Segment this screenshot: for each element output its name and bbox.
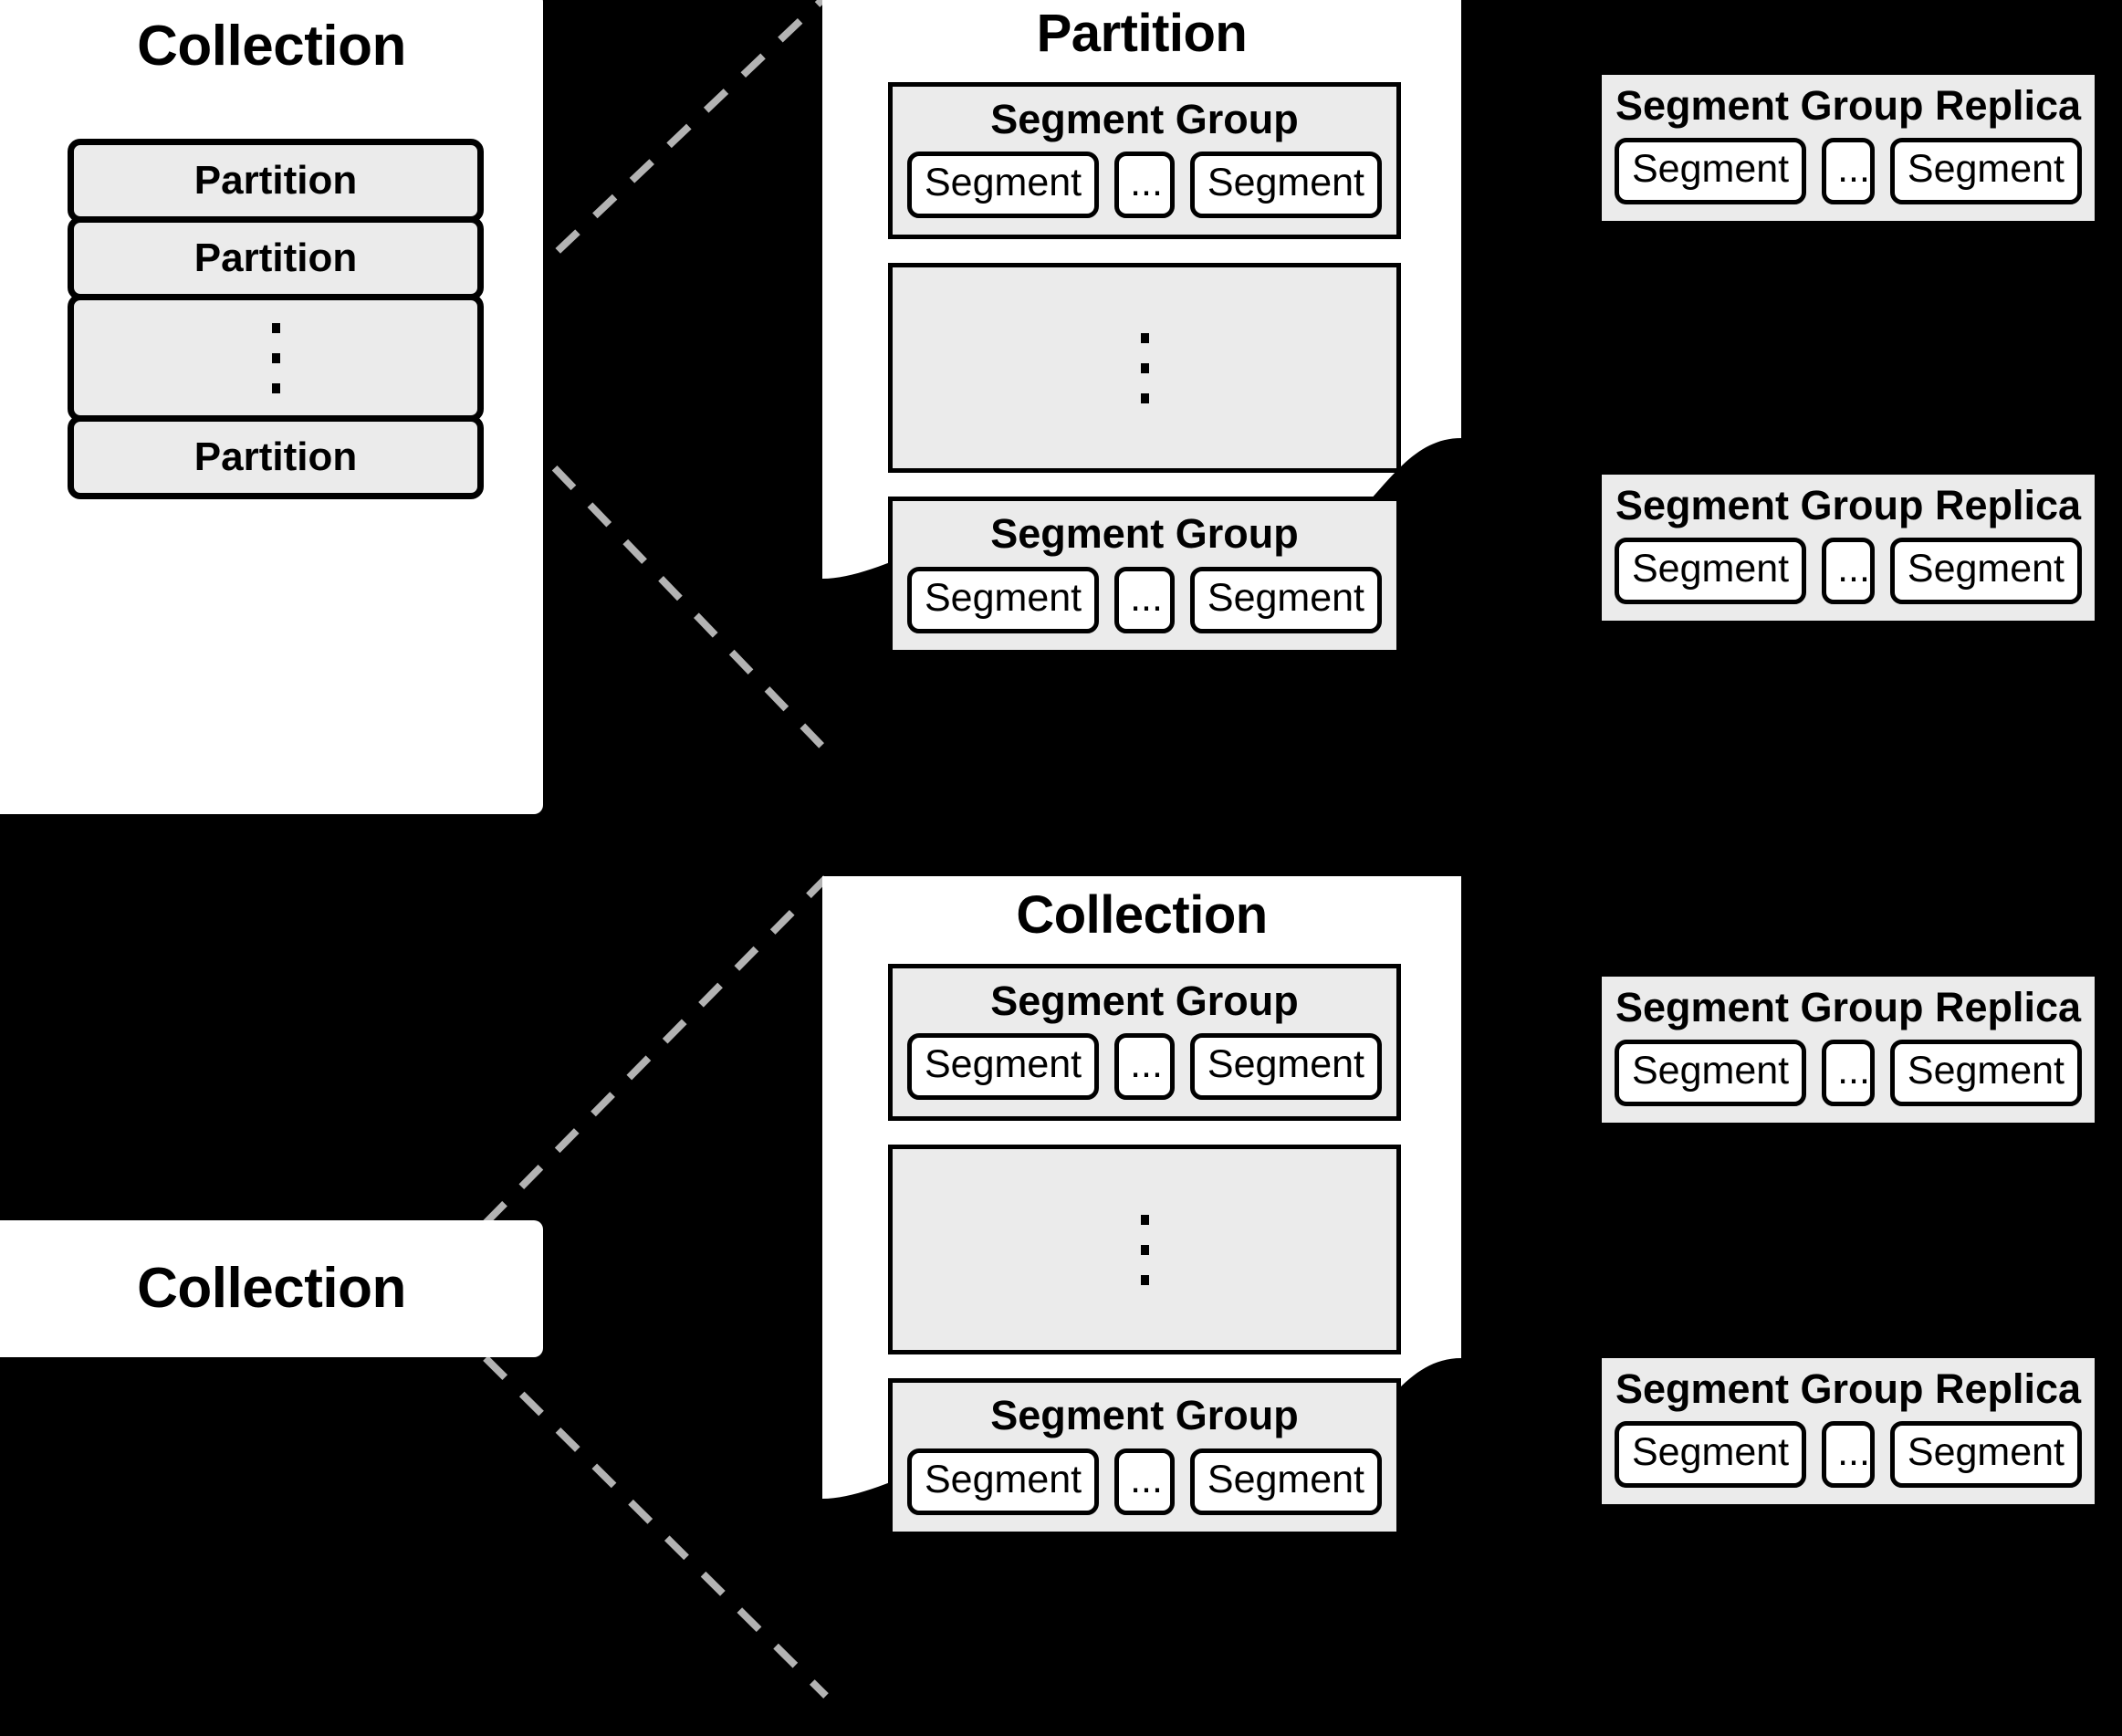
segment-box[interactable]: Segment: [907, 1033, 1100, 1101]
segment-ellipsis-box: ...: [1822, 1040, 1875, 1107]
segment-row: Segment ... Segment: [907, 152, 1382, 219]
segment-box[interactable]: Segment: [1889, 1040, 2082, 1107]
partition-ellipsis-box: [68, 294, 484, 422]
segment-box[interactable]: Segment: [1889, 1421, 2082, 1489]
segment-ellipsis-box: ...: [1822, 138, 1875, 205]
segment-row: Segment ... Segment: [907, 566, 1382, 633]
segment-group-replica[interactable]: Segment Group Replica Segment ... Segmen…: [1602, 75, 2095, 222]
segment-group[interactable]: Segment Group Segment ... Segment: [888, 964, 1401, 1122]
segment-group[interactable]: Segment Group Segment ... Segment: [888, 82, 1401, 240]
segment-group-stack: Segment Group Segment ... Segment Segmen…: [888, 964, 1401, 1560]
segment-box[interactable]: Segment: [907, 152, 1100, 219]
partition-panel-title: Partition: [1036, 4, 1248, 63]
vertical-ellipsis-icon: [1140, 1214, 1149, 1285]
segment-group[interactable]: Segment Group Segment ... Segment: [888, 497, 1401, 654]
segment-box[interactable]: Segment: [1189, 152, 1382, 219]
segment-ellipsis-box: ...: [1114, 152, 1175, 219]
collection-detail-panel: Collection Segment Group Segment ... Seg…: [822, 876, 1461, 1736]
segment-group-title: Segment Group: [990, 978, 1299, 1024]
segment-group-ellipsis-box: [888, 1145, 1401, 1355]
segment-ellipsis-box: ...: [1114, 566, 1175, 633]
segment-group-replica[interactable]: Segment Group Replica Segment ... Segmen…: [1602, 475, 2095, 622]
vertical-ellipsis-icon: [271, 322, 280, 393]
segment-box[interactable]: Segment: [1189, 566, 1382, 633]
partition-box[interactable]: Partition: [68, 216, 484, 300]
segment-group-replica-title: Segment Group Replica: [1615, 1365, 2082, 1412]
vertical-ellipsis-icon: [1140, 332, 1149, 403]
segment-group-title: Segment Group: [990, 96, 1299, 142]
segment-row: Segment ... Segment: [907, 1033, 1382, 1101]
segment-ellipsis-box: ...: [1822, 538, 1875, 605]
collection-panel-content: Collection Segment Group Segment ... Seg…: [822, 876, 1461, 1736]
collection-top-title: Collection: [137, 15, 406, 78]
segment-box[interactable]: Segment: [1615, 1040, 1807, 1107]
partition-list: Partition Partition Partition: [68, 139, 484, 499]
segment-ellipsis-box: ...: [1114, 1033, 1175, 1101]
segment-group[interactable]: Segment Group Segment ... Segment: [888, 1378, 1401, 1536]
segment-box[interactable]: Segment: [1889, 138, 2082, 205]
partition-box[interactable]: Partition: [68, 139, 484, 223]
collection-box-bottom[interactable]: Collection: [0, 1220, 543, 1357]
segment-group-title: Segment Group: [990, 510, 1299, 558]
segment-group-replica[interactable]: Segment Group Replica Segment ... Segmen…: [1602, 1358, 2095, 1505]
segment-group-replica-title: Segment Group Replica: [1615, 482, 2082, 528]
partition-panel-content: Partition Segment Group Segment ... Segm…: [822, 0, 1461, 816]
collection-bottom-title: Collection: [137, 1257, 406, 1320]
segment-box[interactable]: Segment: [907, 566, 1100, 633]
collection-panel-top: Collection Partition Partition Partition: [0, 0, 543, 814]
segment-row: Segment ... Segment: [1615, 538, 2082, 605]
partition-box[interactable]: Partition: [68, 415, 484, 499]
segment-group-replica[interactable]: Segment Group Replica Segment ... Segmen…: [1602, 977, 2095, 1124]
segment-box[interactable]: Segment: [1189, 1448, 1382, 1515]
segment-box[interactable]: Segment: [1189, 1033, 1382, 1101]
segment-group-stack: Segment Group Segment ... Segment Segmen…: [888, 82, 1401, 678]
segment-group-replica-title: Segment Group Replica: [1615, 984, 2082, 1030]
segment-box[interactable]: Segment: [1615, 538, 1807, 605]
segment-row: Segment ... Segment: [1615, 138, 2082, 205]
segment-box[interactable]: Segment: [1615, 1421, 1807, 1489]
partition-detail-panel: Partition Segment Group Segment ... Segm…: [822, 0, 1461, 816]
segment-row: Segment ... Segment: [1615, 1421, 2082, 1489]
segment-ellipsis-box: ...: [1822, 1421, 1875, 1489]
segment-group-replica-title: Segment Group Replica: [1615, 82, 2082, 129]
segment-group-ellipsis-box: [888, 263, 1401, 474]
segment-box[interactable]: Segment: [1615, 138, 1807, 205]
collection-panel-title: Collection: [1016, 885, 1268, 945]
segment-row: Segment ... Segment: [1615, 1040, 2082, 1107]
segment-ellipsis-box: ...: [1114, 1448, 1175, 1515]
segment-box[interactable]: Segment: [1889, 538, 2082, 605]
segment-group-title: Segment Group: [990, 1392, 1299, 1439]
segment-row: Segment ... Segment: [907, 1448, 1382, 1515]
segment-box[interactable]: Segment: [907, 1448, 1100, 1515]
